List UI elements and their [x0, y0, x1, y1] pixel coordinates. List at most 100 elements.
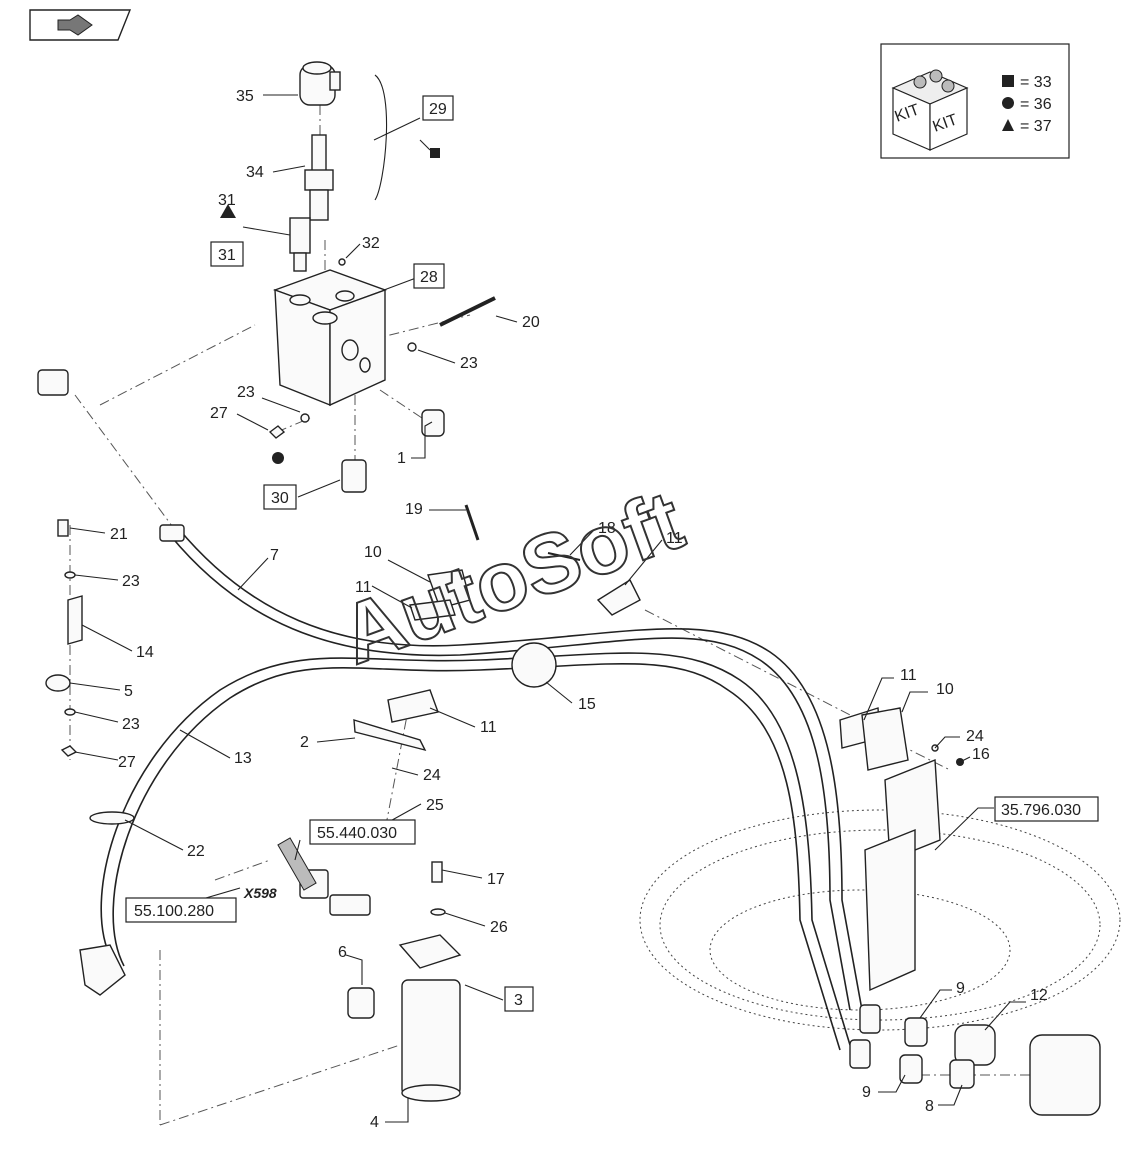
- callout-label: 14: [136, 644, 154, 661]
- kit-legend-entry: = 37: [1020, 118, 1052, 135]
- callout-label: 31: [218, 192, 236, 209]
- hose-clips: [89, 569, 909, 825]
- kit-legend: KIT KIT = 33 = 36 = 37: [880, 43, 1070, 159]
- callout-label: 22: [187, 843, 205, 860]
- callout-label: 15: [578, 696, 596, 713]
- navigation-arrow-button[interactable]: [29, 9, 132, 41]
- clamp-parts-left: [45, 519, 83, 757]
- fitting-6: [347, 987, 375, 1019]
- kit-legend-entry: = 33: [1020, 74, 1052, 91]
- connector-label: X598: [243, 885, 277, 901]
- oil-filter: [347, 861, 462, 1102]
- reference-box: 3: [504, 986, 534, 1012]
- callout-label: 10: [936, 681, 954, 698]
- callout-label: 9: [956, 980, 965, 997]
- callout-label: 19: [405, 501, 423, 518]
- square-icon: [1002, 75, 1014, 87]
- reference-box: 30: [263, 484, 297, 510]
- callout-label: 1: [397, 450, 406, 467]
- callout-label: 23: [122, 573, 140, 590]
- fitting-31: [289, 217, 311, 272]
- reference-box: 29: [422, 95, 454, 121]
- pressure-sensor: [277, 837, 371, 916]
- kit-legend-entry: = 36: [1020, 96, 1052, 113]
- reference-box: 35.796.030: [994, 796, 1099, 822]
- callout-label: 35: [236, 88, 254, 105]
- washer-23: [407, 342, 417, 352]
- triangle-icon: [220, 204, 236, 218]
- solenoid-coil: [299, 61, 341, 106]
- triangle-icon: [1002, 119, 1014, 131]
- bracket-assembly: [864, 758, 941, 992]
- circle-icon: [272, 452, 284, 464]
- svg-text:28: 28: [420, 269, 438, 286]
- leader-lines: [69, 74, 1026, 1123]
- square-icon: [430, 148, 440, 158]
- washer-23: [300, 413, 310, 423]
- callout-label: 23: [460, 355, 478, 372]
- callout-label: 21: [110, 526, 128, 543]
- svg-text:55.100.280: 55.100.280: [134, 903, 214, 920]
- callout-label: 20: [522, 314, 540, 331]
- svg-text:30: 30: [271, 490, 289, 507]
- callout-label: 11: [480, 719, 497, 736]
- svg-text:35.796.030: 35.796.030: [1001, 802, 1081, 819]
- washer-26: [430, 908, 446, 916]
- callout-label: 16: [972, 746, 990, 763]
- callout-label: 5: [124, 683, 133, 700]
- callout-label: 34: [246, 164, 264, 181]
- callout-label: 11: [355, 579, 372, 596]
- callout-label: 11: [900, 667, 917, 684]
- fitting-30: [341, 459, 367, 493]
- plug-32: [338, 258, 346, 266]
- callout-label: 8: [925, 1098, 934, 1115]
- valve-cartridge: [304, 134, 334, 221]
- reference-box: 28: [413, 263, 445, 289]
- callout-label: 27: [210, 405, 228, 422]
- callout-label: 23: [122, 716, 140, 733]
- hose-fitting-end: [37, 369, 185, 542]
- hose-elbow: [79, 944, 126, 996]
- callout-label: 7: [270, 547, 279, 564]
- callout-label: 26: [490, 919, 508, 936]
- fitting-1: [421, 409, 445, 437]
- kit-box-icon: [891, 69, 969, 151]
- reference-box: 31: [210, 241, 244, 267]
- callout-label: 12: [1030, 987, 1048, 1004]
- arrow-icon: [57, 14, 93, 36]
- bolt-20: [439, 296, 496, 327]
- callout-label: 18: [598, 520, 616, 537]
- callout-label: 2: [300, 734, 309, 751]
- callout-label: 17: [487, 871, 505, 888]
- boxed-references: 29 28 31 30 3 55.440.030 55.100.280 35.: [125, 95, 1099, 1012]
- reference-box: 55.440.030: [309, 819, 416, 845]
- pin-18: [547, 552, 581, 561]
- svg-text:31: 31: [218, 247, 236, 264]
- callout-label: 32: [362, 235, 380, 252]
- callout-label: 23: [237, 384, 255, 401]
- fittings-right: [849, 1004, 1101, 1116]
- callout-label: 9: [862, 1084, 871, 1101]
- callout-labels: 35 34 31 32 20 23 23 27 1 30 19 18 11 10…: [110, 88, 1048, 1131]
- callout-label: 10: [364, 544, 382, 561]
- callout-label: 4: [370, 1114, 379, 1131]
- bolt-17: [431, 861, 443, 883]
- callout-label: 6: [338, 944, 347, 961]
- pin-19: [464, 504, 480, 541]
- svg-text:3: 3: [514, 992, 523, 1009]
- callout-label: 25: [426, 797, 444, 814]
- reference-box: 55.100.280: [125, 897, 237, 923]
- callout-label: 13: [234, 750, 252, 767]
- circle-icon: [1002, 97, 1014, 109]
- svg-text:55.440.030: 55.440.030: [317, 825, 397, 842]
- callout-label: 24: [423, 767, 441, 784]
- callout-label: 27: [118, 754, 136, 771]
- svg-text:29: 29: [429, 101, 447, 118]
- tractor-outline: [639, 809, 1121, 1031]
- callout-label: 24: [966, 728, 984, 745]
- hose-lines: [100, 527, 863, 1051]
- valve-block: [272, 269, 388, 407]
- plug-27: [268, 425, 286, 439]
